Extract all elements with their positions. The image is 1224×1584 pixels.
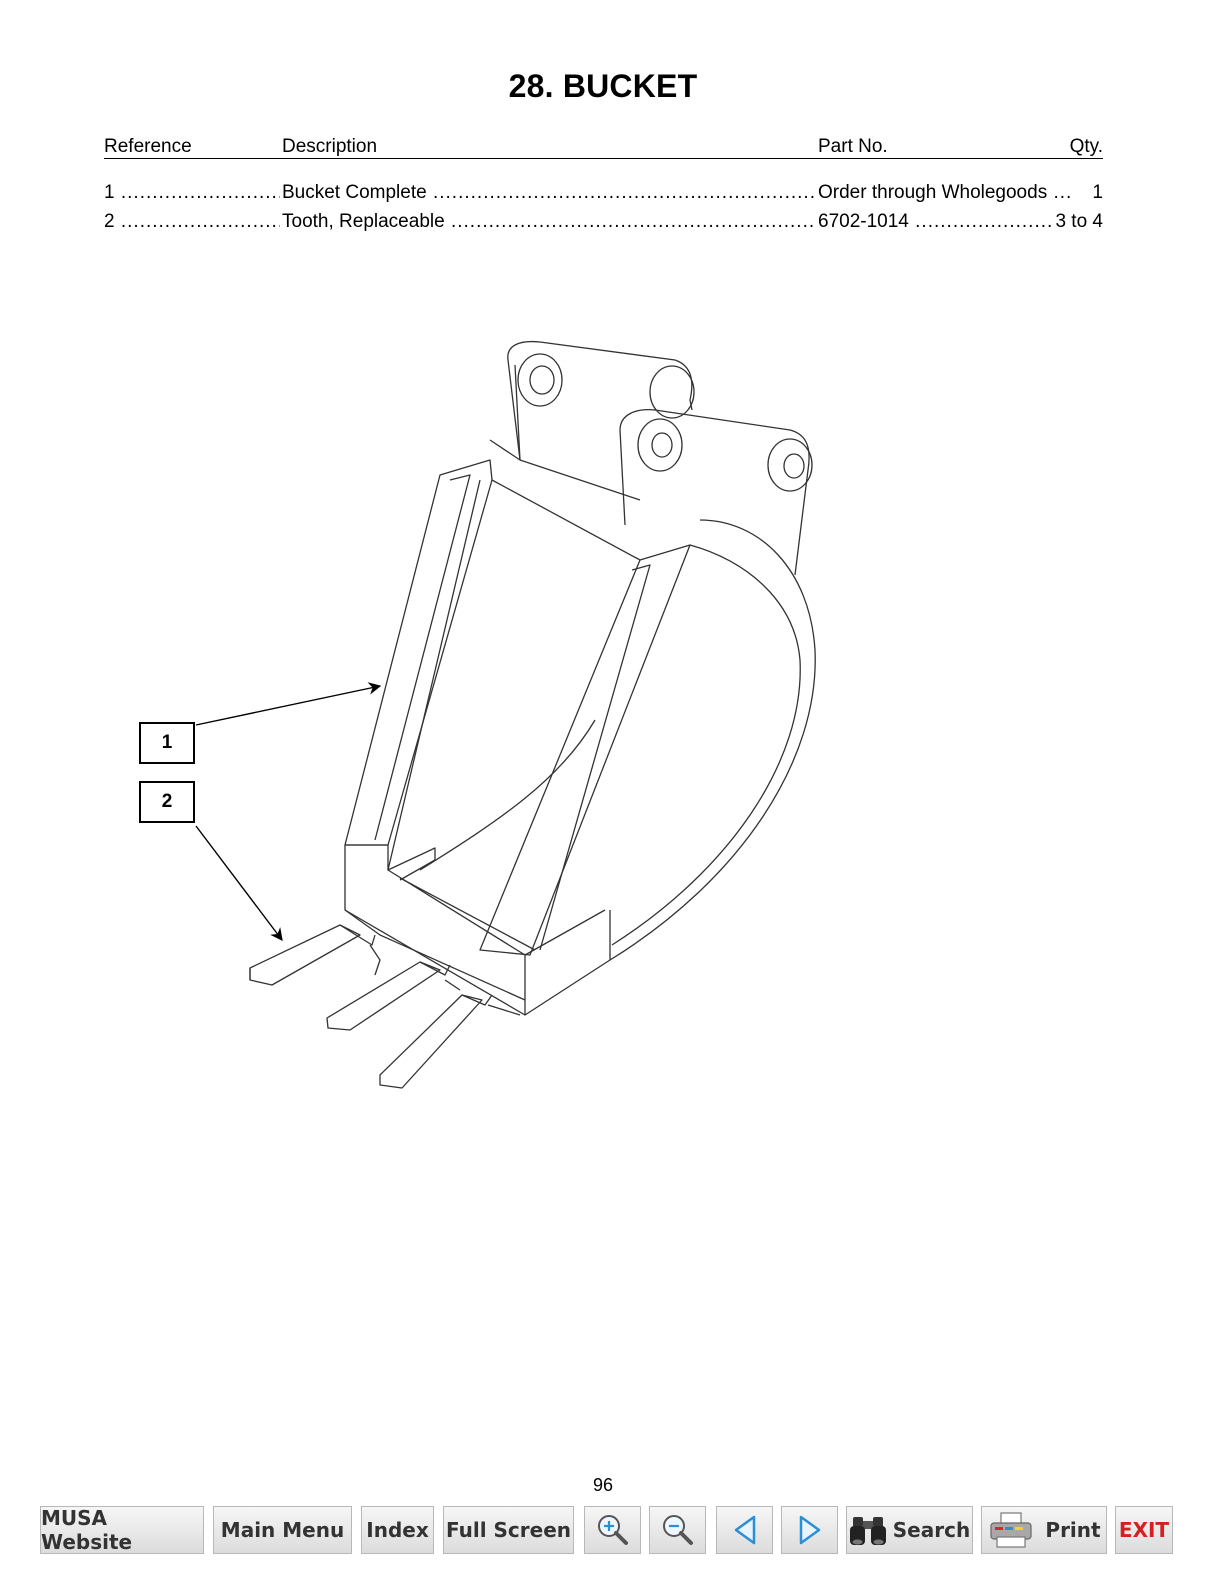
row-qty: 1	[1090, 181, 1103, 205]
parts-table-header: Reference Description Part No. Qty.	[104, 136, 1103, 159]
zoom-in-button[interactable]	[584, 1506, 641, 1554]
search-button[interactable]: Search	[846, 1506, 973, 1554]
zoom-out-icon	[662, 1515, 693, 1545]
header-qty: Qty.	[1069, 136, 1103, 157]
print-label: Print	[1045, 1518, 1101, 1542]
search-label: Search	[892, 1518, 971, 1542]
header-reference: Reference	[104, 136, 192, 157]
exit-button[interactable]: EXIT	[1115, 1506, 1173, 1554]
triangle-right-icon	[799, 1515, 820, 1545]
parts-row: 1 ......................................…	[104, 181, 1103, 205]
zoom-in-icon	[597, 1515, 628, 1545]
header-part-no: Part No.	[818, 136, 888, 157]
musa-website-button[interactable]: MUSA Website	[40, 1506, 204, 1554]
header-description: Description	[282, 136, 378, 157]
next-page-button[interactable]	[781, 1506, 838, 1554]
main-menu-button[interactable]: Main Menu	[213, 1506, 352, 1554]
printer-icon	[990, 1512, 1033, 1548]
row-part-no: Order through Wholegoods	[818, 182, 1048, 203]
row-part-no: 6702-1014	[818, 211, 909, 232]
zoom-out-button[interactable]	[649, 1506, 706, 1554]
parts-row: 2 ......................................…	[104, 210, 1103, 234]
callout-1: 1	[139, 722, 195, 764]
binoculars-icon	[849, 1517, 886, 1545]
row-description: Tooth, Replaceable	[282, 211, 445, 232]
triangle-left-icon	[734, 1515, 755, 1545]
page-title: 28. BUCKET	[508, 68, 698, 104]
previous-page-button[interactable]	[716, 1506, 773, 1554]
full-screen-button[interactable]: Full Screen	[443, 1506, 574, 1554]
page-number: 96	[592, 1475, 614, 1495]
row-qty: 3 to 4	[1053, 210, 1103, 234]
index-button[interactable]: Index	[361, 1506, 434, 1554]
print-button[interactable]: Print	[981, 1506, 1107, 1554]
row-reference: 1	[104, 182, 115, 203]
row-reference: 2	[104, 211, 115, 232]
row-description: Bucket Complete	[282, 182, 427, 203]
bucket-diagram	[195, 340, 816, 1089]
callout-2: 2	[139, 781, 195, 823]
